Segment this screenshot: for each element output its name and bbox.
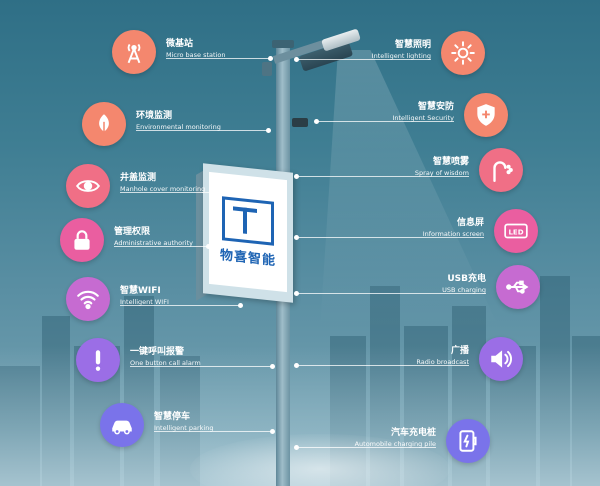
wifi-icon xyxy=(66,277,110,321)
connector-dot xyxy=(294,291,299,296)
feature-label-zh: 一键呼叫报警 xyxy=(130,347,185,357)
pole-cap xyxy=(272,40,294,48)
spray-icon xyxy=(479,148,523,192)
connector-dot xyxy=(294,57,299,62)
usb-icon xyxy=(496,265,540,309)
led-icon: LED xyxy=(494,209,538,253)
connector-line xyxy=(296,237,484,238)
feature-label-zh: 信息屏 xyxy=(456,218,484,228)
connector-dot xyxy=(314,119,319,124)
feature-label-zh: 微基站 xyxy=(166,39,194,49)
feature-label-en: Environmental monitoring xyxy=(136,123,221,131)
feature-label-zh: USB充电 xyxy=(447,274,486,284)
feature-label-en: One button call alarm xyxy=(130,359,201,367)
feature-label: 一键呼叫报警 One button call alarm xyxy=(130,346,201,368)
ground-glow xyxy=(190,434,450,486)
feature-label-en: Intelligent WIFI xyxy=(120,298,169,306)
feature-label: USB充电 USB charging xyxy=(442,273,486,295)
feature-label-zh: 井盖监测 xyxy=(120,173,157,183)
security-camera xyxy=(292,118,308,127)
connector-dot xyxy=(268,56,273,61)
connector-line xyxy=(130,366,272,367)
feature-label-en: Intelligent parking xyxy=(154,424,214,432)
connector-dot xyxy=(213,190,218,195)
feature-label: 信息屏 Information screen xyxy=(423,217,484,239)
connector-line xyxy=(154,431,272,432)
car-icon xyxy=(100,403,144,447)
feature-label-en: Radio broadcast xyxy=(416,358,469,366)
feature-label-zh: 智慧WIFI xyxy=(120,286,161,296)
feature-label-en: Micro base station xyxy=(166,51,226,59)
feature-label: 智慧照明 Intelligent lighting xyxy=(372,39,431,61)
feature-label-zh: 管理权限 xyxy=(114,227,151,237)
feature-label: 环境监测 Environmental monitoring xyxy=(136,110,221,132)
feature-label: 井盖监测 Manhole cover monitoring xyxy=(120,172,205,194)
feature-label-en: Intelligent lighting xyxy=(371,52,431,60)
feature-label-en: Intelligent Security xyxy=(392,114,454,122)
feature-label: 智慧安防 Intelligent Security xyxy=(392,101,454,123)
svg-text:LED: LED xyxy=(508,227,523,236)
connector-dot xyxy=(206,244,211,249)
charger-icon xyxy=(446,419,490,463)
tower-icon xyxy=(112,30,156,74)
feature-label-en: Information screen xyxy=(422,230,484,238)
connector-line xyxy=(166,58,270,59)
connector-dot xyxy=(266,128,271,133)
connector-line xyxy=(114,246,208,247)
connector-line xyxy=(296,59,431,60)
connector-line xyxy=(296,293,486,294)
connector-line xyxy=(120,192,215,193)
connector-dot xyxy=(294,235,299,240)
connector-dot xyxy=(294,445,299,450)
connector-dot xyxy=(270,364,275,369)
leaf-icon xyxy=(82,102,126,146)
connector-dot xyxy=(238,303,243,308)
feature-label-zh: 环境监测 xyxy=(136,111,173,121)
speaker-icon xyxy=(479,337,523,381)
connector-line xyxy=(296,447,436,448)
feature-label-zh: 智慧安防 xyxy=(417,102,454,112)
feature-label-zh: 智慧照明 xyxy=(394,40,431,50)
logo-mark xyxy=(222,195,274,246)
feature-label-zh: 智慧停车 xyxy=(154,412,191,422)
feature-label: 管理权限 Administrative authority xyxy=(114,226,193,248)
feature-label: 微基站 Micro base station xyxy=(166,38,226,60)
feature-label-zh: 汽车充电桩 xyxy=(390,428,436,438)
feature-label-en: Spray of wisdom xyxy=(414,169,469,177)
feature-label-en: Administrative authority xyxy=(114,239,193,247)
connector-dot xyxy=(294,174,299,179)
feature-label: 智慧停车 Intelligent parking xyxy=(154,411,213,433)
exclamation-icon xyxy=(76,338,120,382)
feature-label: 智慧喷雾 Spray of wisdom xyxy=(415,156,469,178)
screen-logo-text: 物喜智能 xyxy=(219,247,276,269)
feature-label: 汽车充电桩 Automobile charging pile xyxy=(355,427,436,449)
base-station-module xyxy=(262,62,272,76)
feature-label-en: USB charging xyxy=(442,286,486,294)
connector-line xyxy=(296,176,469,177)
feature-label: 广播 Radio broadcast xyxy=(416,345,469,367)
connector-dot xyxy=(294,363,299,368)
connector-line xyxy=(296,365,469,366)
connector-line xyxy=(136,130,268,131)
information-screen-display: 物喜智能 xyxy=(209,171,287,293)
connector-line xyxy=(120,305,240,306)
feature-label-en: Automobile charging pile xyxy=(354,440,436,448)
feature-label: 智慧WIFI Intelligent WIFI xyxy=(120,285,169,307)
feature-label-en: Manhole cover monitoring xyxy=(120,185,206,193)
sun-icon xyxy=(441,31,485,75)
feature-label-zh: 广播 xyxy=(450,346,469,356)
lock-icon xyxy=(60,218,104,262)
eye-icon xyxy=(66,164,110,208)
connector-dot xyxy=(270,429,275,434)
connector-line xyxy=(316,121,454,122)
feature-label-zh: 智慧喷雾 xyxy=(432,157,469,167)
shield-icon xyxy=(464,93,508,137)
